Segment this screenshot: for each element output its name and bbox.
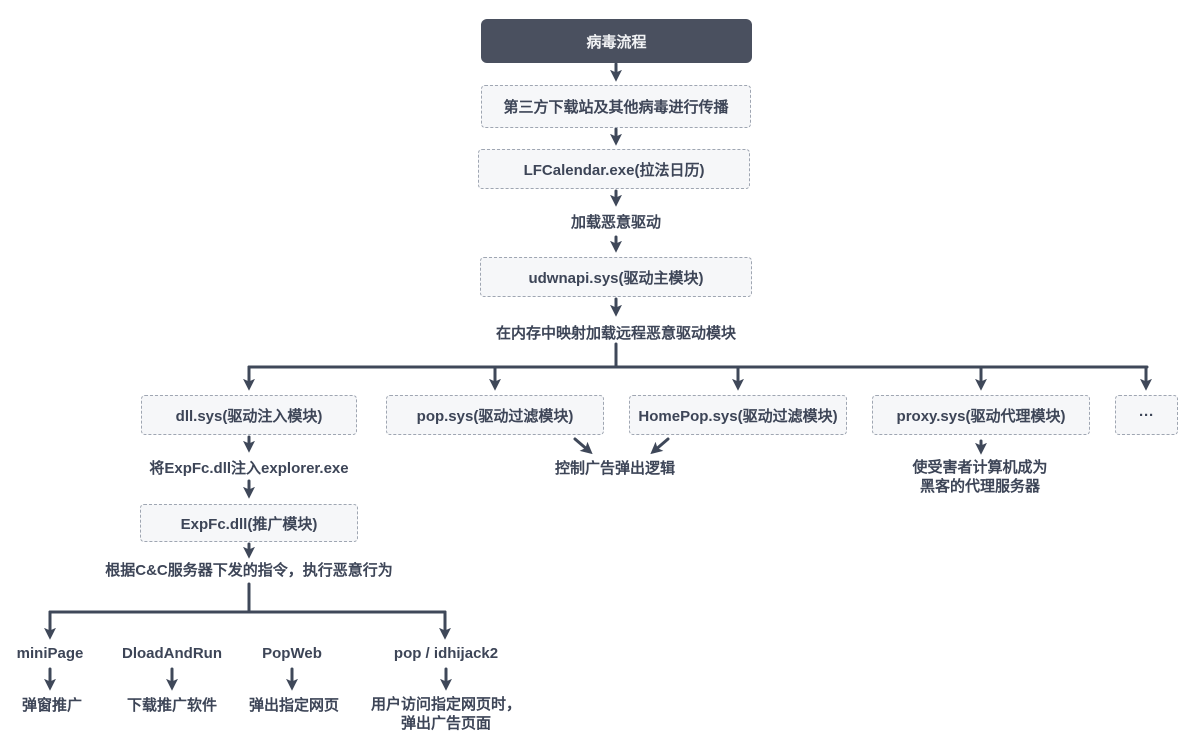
label-minipage: miniPage [16,645,84,662]
label-proxy-result-line1: 使受害者计算机成为 [912,459,1048,476]
label-proxy-result: 使受害者计算机成为 黑客的代理服务器 [912,458,1047,496]
node-dll-sys: dll.sys(驱动注入模块) [141,395,357,435]
result-minipage: 弹窗推广 [21,697,83,714]
result-pop-idhijack2-line1: 用户访问指定网页时， [370,696,522,713]
result-pop-idhijack2: 用户访问指定网页时， 弹出广告页面 [371,695,521,733]
label-memory-map: 在内存中映射加载远程恶意驱动模块 [495,325,737,342]
node-spread: 第三方下载站及其他病毒进行传播 [481,85,751,128]
node-more-modules: ··· [1115,395,1178,435]
result-popweb: 弹出指定网页 [248,697,340,714]
node-title: 病毒流程 [481,19,752,63]
node-udwnapi: udwnapi.sys(驱动主模块) [480,257,752,297]
node-lfcalendar: LFCalendar.exe(拉法日历) [478,149,750,189]
result-dloadandrun: 下载推广软件 [126,697,218,714]
label-dloadandrun: DloadAndRun [122,645,222,662]
label-popweb: PopWeb [262,645,322,662]
label-proxy-result-line2: 黑客的代理服务器 [919,478,1041,495]
node-pop-sys: pop.sys(驱动过滤模块) [386,395,604,435]
label-inject-explorer: 将ExpFc.dll注入explorer.exe [149,460,349,477]
label-cc-command: 根据C&C服务器下发的指令，执行恶意行为 [105,562,393,579]
label-load-driver: 加载恶意驱动 [570,214,662,231]
node-homepop-sys: HomePop.sys(驱动过滤模块) [629,395,847,435]
node-expfc-dll: ExpFc.dll(推广模块) [140,504,358,542]
label-popup-logic: 控制广告弹出逻辑 [554,460,676,477]
node-proxy-sys: proxy.sys(驱动代理模块) [872,395,1090,435]
result-pop-idhijack2-line2: 弹出广告页面 [400,715,492,732]
label-pop-idhijack2: pop / idhijack2 [393,645,499,662]
